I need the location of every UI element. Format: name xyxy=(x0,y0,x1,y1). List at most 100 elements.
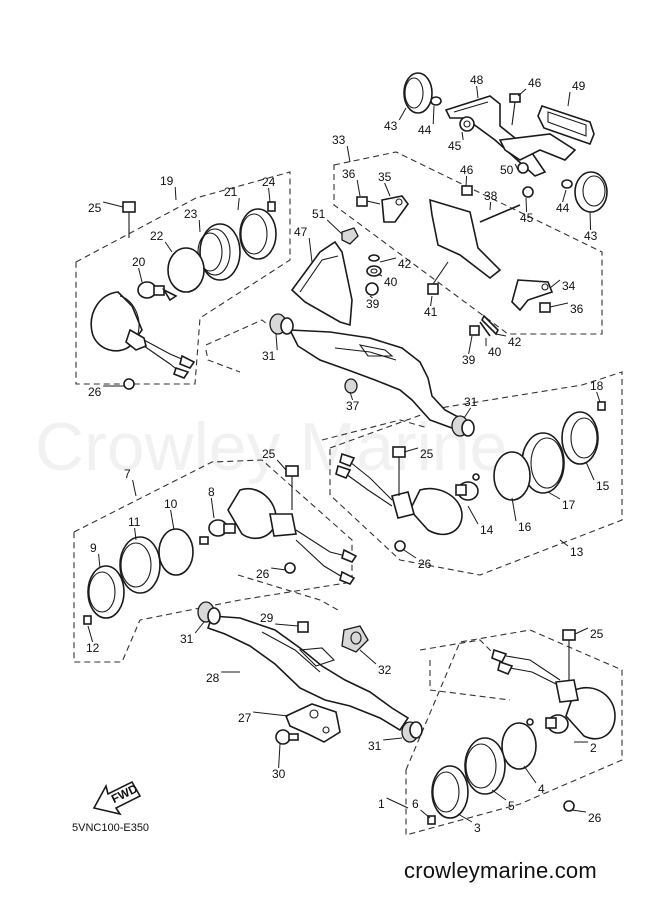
bolt-25-upper-right xyxy=(392,446,406,496)
gasket-16 xyxy=(493,451,531,501)
leader-line xyxy=(549,302,569,308)
callout-number: 40 xyxy=(488,345,502,359)
washer-44-right xyxy=(561,179,573,189)
callout-number: 31 xyxy=(464,395,478,409)
callout-45b: 45 xyxy=(520,197,534,225)
nut-45-top xyxy=(459,116,475,132)
callout-35: 35 xyxy=(378,170,392,197)
callout-42b: 42 xyxy=(495,333,522,349)
callout-36b: 36 xyxy=(549,302,584,316)
screw-12 xyxy=(83,615,92,625)
leader-line xyxy=(476,85,479,99)
callout-28: 28 xyxy=(206,671,240,685)
callout-number: 23 xyxy=(184,207,198,221)
reflector-43-left xyxy=(403,72,433,114)
gasket-4 xyxy=(501,722,537,770)
callout-38: 38 xyxy=(484,189,498,211)
leader-line xyxy=(349,391,354,401)
callout-number: 13 xyxy=(570,545,584,559)
housing-19 xyxy=(90,291,147,352)
callout-number: 31 xyxy=(368,739,382,753)
link-right-lower xyxy=(419,639,501,661)
fwd-arrow-icon: FWD xyxy=(92,780,142,816)
callout-11: 11 xyxy=(128,515,141,541)
callout-number: 25 xyxy=(88,201,102,215)
bolt-36-right xyxy=(539,302,551,313)
leader-line xyxy=(589,211,592,231)
callout-50: 50 xyxy=(500,163,519,177)
callout-40b: 40 xyxy=(485,338,502,359)
bolt-46-top xyxy=(509,93,521,126)
callout-42a: 42 xyxy=(379,257,412,271)
callout-27: 27 xyxy=(238,711,289,725)
screw-29 xyxy=(297,621,309,633)
callout-number: 2 xyxy=(590,741,597,755)
callout-number: 48 xyxy=(470,73,484,87)
callout-47: 47 xyxy=(294,225,313,263)
callout-26d: 26 xyxy=(571,809,602,825)
leader-line xyxy=(275,623,299,627)
bolt-25-lower-right xyxy=(562,629,576,680)
leader-line xyxy=(398,107,407,121)
leader-line xyxy=(468,335,473,355)
bulb-20 xyxy=(137,281,178,302)
callout-26c: 26 xyxy=(403,549,432,571)
callout-number: 26 xyxy=(256,567,270,581)
leader-line xyxy=(237,197,240,211)
leader-line xyxy=(547,491,561,500)
leader-line xyxy=(495,333,507,337)
callout-31a: 31 xyxy=(262,333,278,363)
callout-45a: 45 xyxy=(448,131,464,153)
leader-line xyxy=(276,459,287,471)
callout-51: 51 xyxy=(312,207,343,235)
lens-9 xyxy=(87,565,125,619)
callout-25b: 25 xyxy=(262,447,287,471)
callout-number: 5 xyxy=(508,799,515,813)
leader-line xyxy=(403,549,417,559)
leader-line xyxy=(549,279,561,289)
callout-number: 27 xyxy=(238,711,252,725)
callout-26b: 26 xyxy=(256,567,287,581)
leader-line xyxy=(198,219,201,233)
callout-number: 30 xyxy=(272,767,286,781)
link-right-upper xyxy=(321,419,429,441)
bolt-25-lower-left xyxy=(285,465,299,510)
front-stay-bar xyxy=(288,329,462,429)
rim-5 xyxy=(464,737,506,795)
callout-number: 19 xyxy=(160,174,174,188)
callout-25d: 25 xyxy=(574,627,604,641)
callout-29: 29 xyxy=(260,611,299,627)
callout-number: 47 xyxy=(294,225,308,239)
link-left-upper-b xyxy=(205,349,241,373)
bulb-8 xyxy=(199,519,236,545)
housing-13 xyxy=(391,487,463,536)
callout-number: 22 xyxy=(150,229,164,243)
callout-number: 39 xyxy=(366,297,380,311)
callout-number: 9 xyxy=(90,541,97,555)
bracket-35 xyxy=(381,195,409,223)
callout-number: 29 xyxy=(260,611,274,625)
screw-18 xyxy=(597,401,606,411)
callout-19: 19 xyxy=(160,174,177,201)
callout-12: 12 xyxy=(86,625,100,655)
callout-39b: 39 xyxy=(462,335,476,367)
leader-line xyxy=(514,163,519,171)
leader-line xyxy=(87,625,94,643)
grommet-31-lower-right xyxy=(401,721,423,743)
callout-17: 17 xyxy=(547,491,576,512)
callout-number: 42 xyxy=(398,257,412,271)
callout-number: 16 xyxy=(518,520,532,534)
leader-line xyxy=(356,179,361,197)
callout-number: 49 xyxy=(572,79,586,93)
leader-line xyxy=(377,273,383,277)
bulb-14 xyxy=(455,473,480,501)
callout-number: 11 xyxy=(128,515,141,529)
plate-42-left xyxy=(368,254,380,262)
callout-7: 7 xyxy=(124,467,137,497)
callout-number: 44 xyxy=(556,201,570,215)
callout-number: 40 xyxy=(384,275,398,289)
callout-22: 22 xyxy=(150,229,173,253)
gasket-22 xyxy=(167,247,205,293)
nut-26-upper-right xyxy=(394,540,406,552)
